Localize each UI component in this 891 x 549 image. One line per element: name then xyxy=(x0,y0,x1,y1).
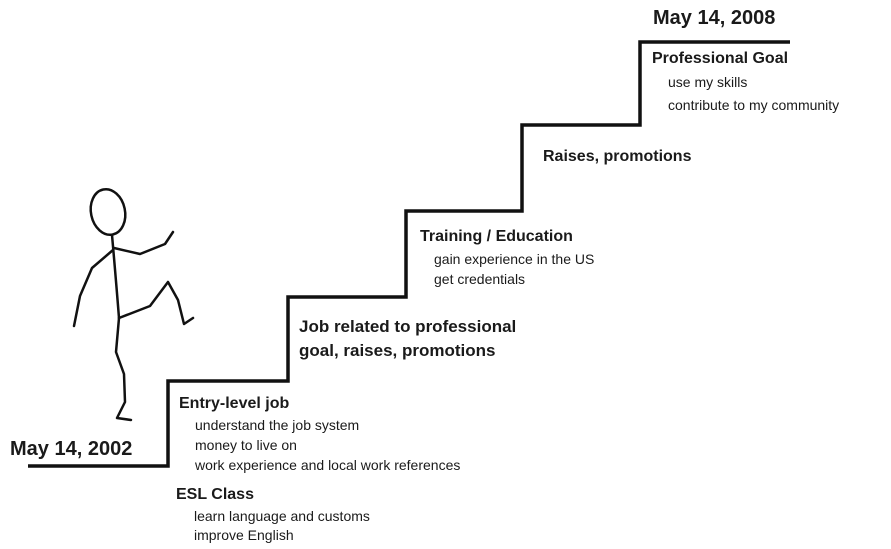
entry-level-job-item: understand the job system xyxy=(195,417,360,433)
raises-promotions-title: Raises, promotions xyxy=(543,148,692,165)
training-education-title: Training / Education xyxy=(420,228,573,245)
entry-level-job-item: money to live on xyxy=(195,437,297,453)
esl-class-item: improve English xyxy=(194,527,294,543)
training-education-item: gain experience in the US xyxy=(434,251,595,267)
esl-class-item: learn language and customs xyxy=(194,508,370,524)
professional-goal-title: Professional Goal xyxy=(652,50,789,67)
job-related-title-line2: goal, raises, promotions xyxy=(299,341,496,360)
entry-level-job-title: Entry-level job xyxy=(179,395,290,412)
start-date-label: May 14, 2002 xyxy=(10,438,133,460)
end-date-label: May 14, 2008 xyxy=(653,7,776,29)
entry-level-job-item: work experience and local work reference… xyxy=(195,457,461,473)
stick-figure-icon xyxy=(72,187,195,422)
training-education-item: get credentials xyxy=(434,271,526,287)
staircase-line xyxy=(28,40,790,468)
job-related-title-line1: Job related to professional xyxy=(299,317,517,336)
professional-goal-item: use my skills xyxy=(668,74,748,90)
professional-goal-item: contribute to my community xyxy=(668,97,840,113)
esl-class-title: ESL Class xyxy=(176,486,254,503)
